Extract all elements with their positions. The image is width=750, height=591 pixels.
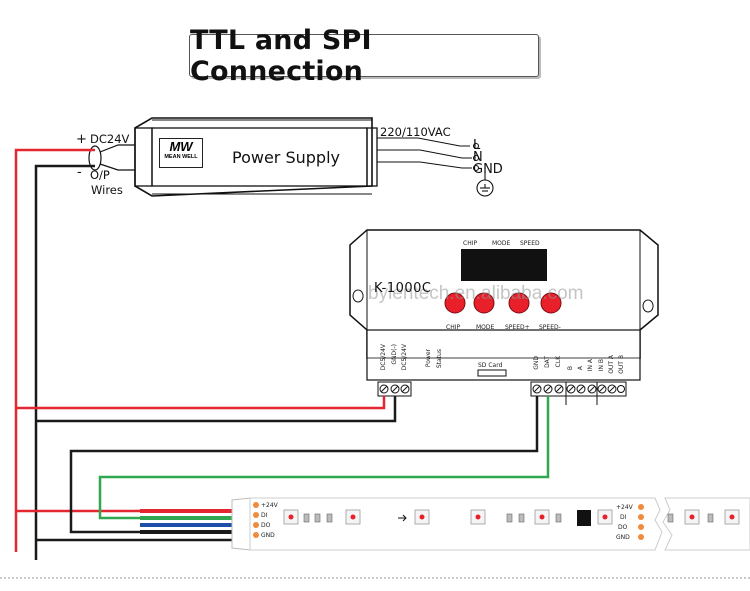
power-supply-unit [134, 117, 378, 197]
led-strip [231, 497, 750, 551]
brand-mark: MW [169, 139, 193, 154]
watermark: bylentech.en.alibaba.com [368, 283, 584, 304]
power-led-label: Power [425, 349, 432, 368]
button-label-chip: CHIP [446, 324, 461, 331]
strip-input-pads [253, 502, 259, 538]
aux-terminal-in-a: IN A [587, 359, 594, 372]
output-plus: + [76, 132, 87, 147]
display-label-chip: CHIP [463, 240, 478, 247]
display-label-mode: MODE [492, 240, 511, 247]
aux-terminal-in-b: IN B [598, 359, 605, 372]
controller-display [461, 249, 547, 281]
strip-end-label-gnd: GND [616, 534, 630, 541]
page-title: TTL and SPI Connection [189, 25, 539, 87]
output-minus: - [77, 165, 82, 180]
output-terminal-gnd: GND [533, 356, 540, 370]
strip-pad-label-gnd: GND [261, 532, 275, 539]
sd-card-label: SD Card [478, 362, 503, 369]
output-wires-line2: Wires [91, 183, 123, 197]
strip-end-label-di: DI [620, 514, 627, 521]
ac-input-wires [377, 137, 494, 197]
driver-ic [577, 510, 591, 526]
strip-pad-label-24v: +24V [261, 502, 278, 509]
terminal-n: N [473, 150, 483, 165]
power-terminal-label-3: DC5/24V [401, 344, 408, 371]
controller-model: K-1000C [374, 281, 432, 296]
strip-pad-label-di: DI [261, 512, 268, 519]
output-terminal-clk: CLK [555, 356, 562, 368]
ac-input-label: 220/110VAC [380, 125, 451, 139]
aux-terminal-b: B [567, 366, 574, 371]
button-label-speed-minus: SPEED- [539, 324, 561, 331]
power-terminal-label-1: DC5/24V [380, 344, 387, 371]
chip-button[interactable] [444, 292, 466, 314]
speed-plus-button[interactable] [508, 292, 530, 314]
output-wires-line1: O/P [90, 168, 110, 182]
mode-button[interactable] [473, 292, 495, 314]
terminal-l: L [473, 138, 481, 153]
strip-end-pads [638, 504, 644, 540]
aux-terminal-out-b: OUT B [618, 355, 625, 374]
controller-buttons [444, 292, 562, 314]
aux-terminal-out-a: OUT A [608, 355, 615, 374]
speed-minus-button[interactable] [540, 292, 562, 314]
mean-well-logo: MW MEAN WELL [159, 138, 203, 168]
power-terminal-block [377, 381, 412, 397]
power-supply-label: Power Supply [232, 148, 340, 167]
strip-pad-label-do: DO [261, 522, 271, 529]
output-terminal-block [530, 381, 627, 405]
brand-name: MEAN WELL [164, 154, 198, 160]
terminal-gnd: GND [473, 162, 503, 177]
display-label-speed: SPEED [520, 240, 540, 247]
aux-terminal-a: A [577, 366, 584, 371]
strip-end-label-24v: +24V [616, 504, 633, 511]
controller-unit [349, 229, 659, 381]
led-chip-dots [288, 514, 735, 520]
dc-output-stubs [88, 144, 135, 171]
status-led-label: Status [436, 349, 443, 369]
wires [14, 148, 550, 560]
button-label-mode: MODE [476, 324, 495, 331]
output-voltage: DC24V [90, 132, 130, 146]
power-terminal-label-2: GND(-) [391, 344, 398, 365]
output-terminal-dat: DAT [544, 356, 551, 368]
resistors [303, 513, 714, 523]
direction-arrow-icon [398, 514, 407, 522]
button-label-speed-plus: SPEED+ [505, 324, 530, 331]
strip-end-label-do: DO [618, 524, 628, 531]
